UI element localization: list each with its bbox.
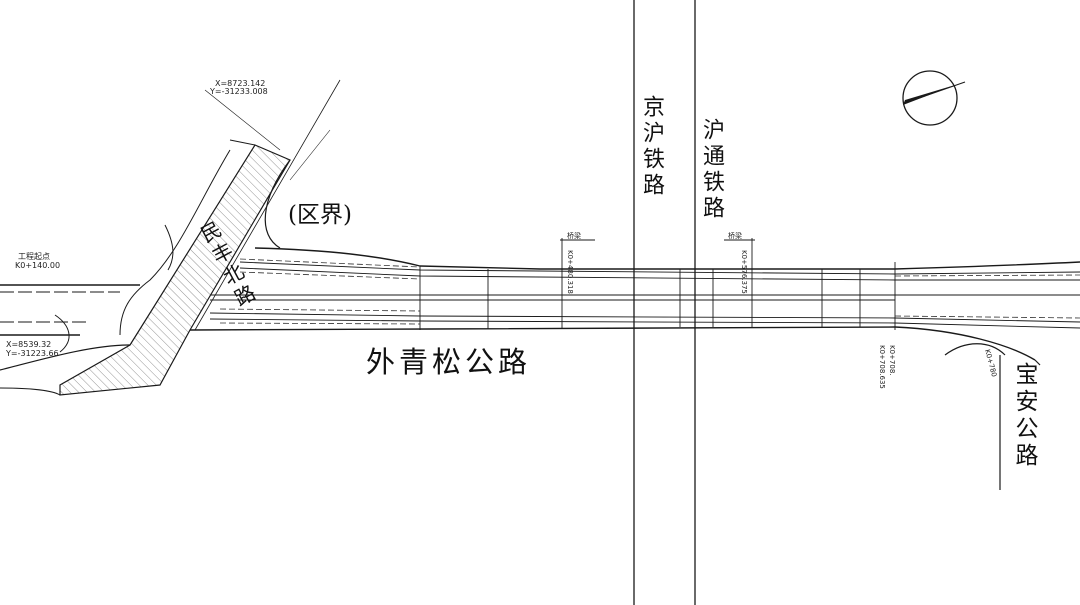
bridge-tag-2: 桥梁 [728,231,742,240]
main-road-label: 外青松公路 [366,345,531,379]
bridge-segments [419,238,896,330]
main-road-dashed-lanes [219,258,1080,325]
coord-top-y: Y=-31233.008 [209,87,268,96]
baoan-road-label: 宝安公路 [1011,362,1037,470]
coord-top-x: X=8723.142 [215,79,265,88]
coord-left-y: Y=-31223.66 [5,349,59,358]
project-start-km: K0+140.00 [15,261,60,270]
bridge-tag-1: 桥梁 [567,231,581,240]
district-boundary-label: (区界) [288,202,352,228]
railway-lines [633,0,696,605]
baoan-km: K0+780 [983,348,998,377]
coord-left-x: X=8539.32 [6,340,51,349]
minfeng-road [0,79,341,396]
project-start-label: 工程起点 [18,252,50,261]
jinghu-railway-label: 京沪铁路 [639,95,664,199]
north-arrow-icon [902,70,966,126]
station-right-2: K0+708. [888,345,896,376]
station-rail-2: K0+576.375 [740,250,748,294]
station-rail-1: K0+480.318 [566,250,574,294]
baoan-road [944,343,1041,490]
station-right: K0+708.635 [878,345,886,389]
hutong-railway-label: 沪通铁路 [699,118,724,222]
